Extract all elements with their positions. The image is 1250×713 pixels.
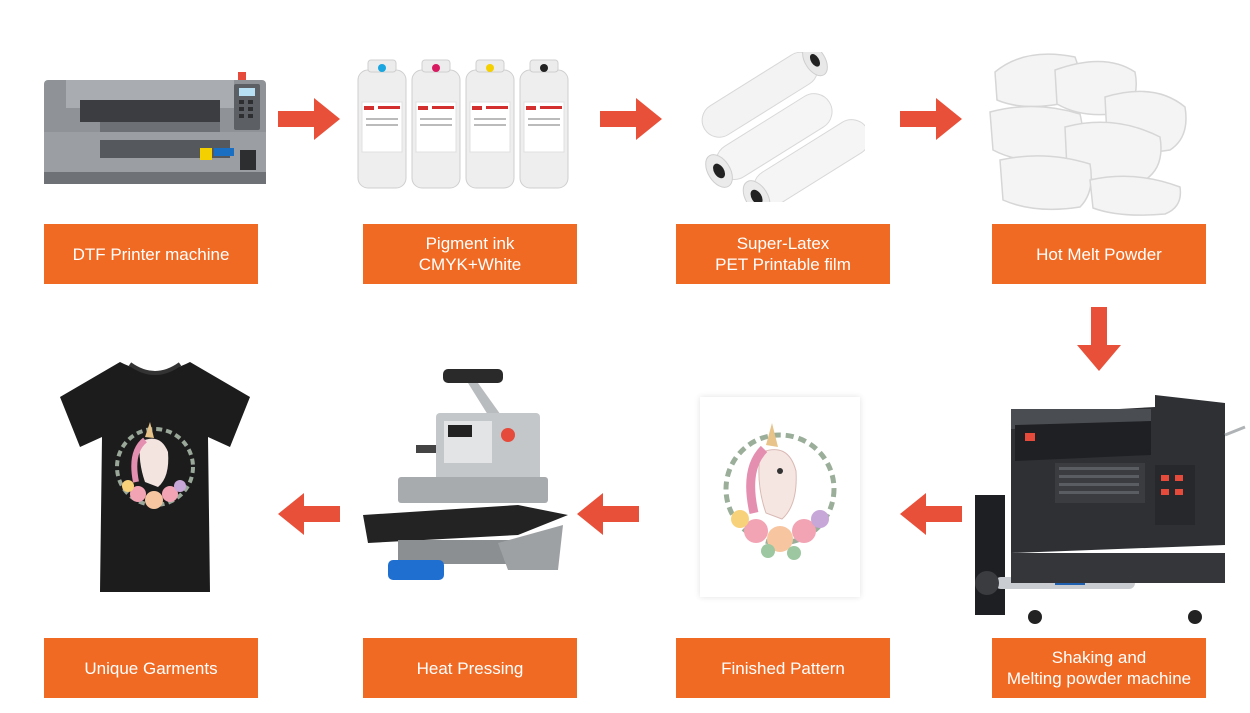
step-label-line: PET Printable film bbox=[715, 255, 851, 274]
powder-bags-icon bbox=[989, 53, 1187, 216]
step-label-line: Melting powder machine bbox=[1006, 669, 1192, 688]
ink-bottle bbox=[465, 59, 515, 189]
step-label-hot-melt-powder: Hot Melt Powder bbox=[992, 224, 1206, 284]
step-label-shaking-melting: Shaking and Melting powder machine bbox=[992, 638, 1206, 698]
step-label-pigment-ink: Pigment ink CMYK+White bbox=[363, 224, 577, 284]
film-rolls-icon bbox=[701, 52, 865, 202]
step-label-line: Finished Pattern bbox=[721, 658, 845, 678]
dtf-printer-icon bbox=[44, 72, 266, 184]
tshirt-icon bbox=[60, 362, 250, 592]
shaker-machine-icon bbox=[975, 395, 1246, 624]
heat-press-icon bbox=[363, 369, 568, 580]
step-label-heat-pressing: Heat Pressing bbox=[363, 638, 577, 698]
step-label-line: Super-Latex bbox=[736, 234, 830, 253]
ink-bottles-icon bbox=[357, 59, 569, 189]
arrow-right-icon bbox=[278, 98, 340, 140]
step-label-line: CMYK+White bbox=[418, 255, 522, 274]
step-label-finished-pattern: Finished Pattern bbox=[676, 638, 890, 698]
step-label-pet-film: Super-Latex PET Printable film bbox=[676, 224, 890, 284]
step-label-line: DTF Printer machine bbox=[72, 244, 230, 264]
ink-bottle bbox=[357, 59, 407, 189]
unicorn-pattern-icon bbox=[723, 423, 837, 560]
unicorn-print-icon bbox=[115, 422, 195, 509]
step-label-line: Shaking and bbox=[1051, 648, 1147, 667]
step-label-line: Heat Pressing bbox=[416, 658, 524, 678]
arrow-down-icon bbox=[1077, 307, 1121, 371]
arrow-right-icon bbox=[600, 98, 662, 140]
step-label-line: Unique Garments bbox=[84, 658, 218, 678]
step-label-line: Hot Melt Powder bbox=[1036, 244, 1162, 264]
arrow-left-icon bbox=[900, 493, 962, 535]
ink-bottle bbox=[411, 59, 461, 189]
arrow-right-icon bbox=[900, 98, 962, 140]
step-label-unique-garments: Unique Garments bbox=[44, 638, 258, 698]
arrow-left-icon bbox=[278, 493, 340, 535]
step-label-line: Pigment ink bbox=[425, 234, 515, 253]
arrow-left-icon bbox=[577, 493, 639, 535]
ink-bottle bbox=[519, 59, 569, 189]
step-label-dtf-printer: DTF Printer machine bbox=[44, 224, 258, 284]
